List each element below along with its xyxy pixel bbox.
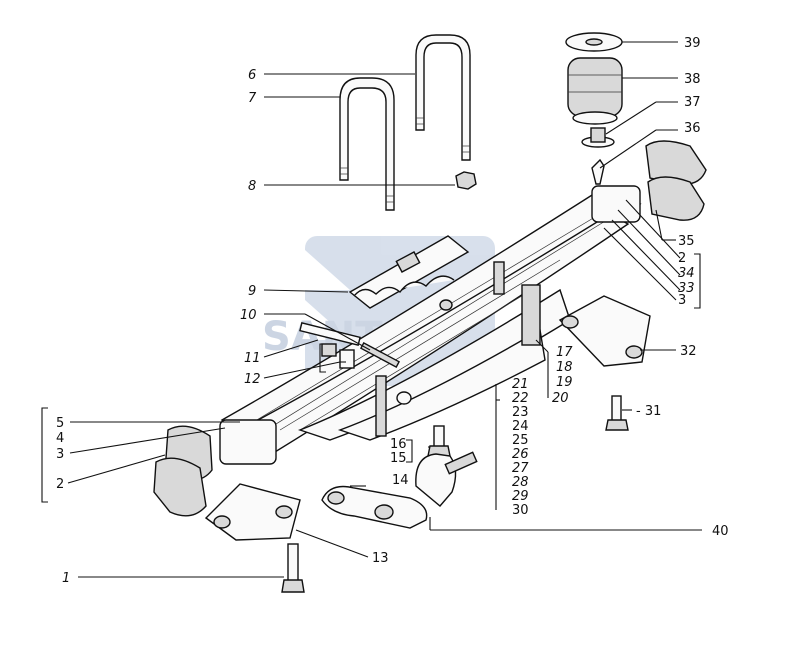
label-26: 26 [512, 447, 529, 462]
label-22: 22 [512, 391, 529, 406]
shackle-14 [321, 485, 428, 529]
label-32: 32 [680, 344, 697, 359]
label-29: 29 [512, 489, 529, 504]
label-33: 33 [678, 281, 695, 296]
label-36: 36 [684, 121, 701, 136]
label-19: 19 [556, 375, 573, 390]
label-24: 24 [512, 419, 529, 434]
label-8: 8 [248, 179, 256, 194]
label-9: 9 [248, 284, 256, 299]
label-39: 39 [684, 36, 701, 51]
label-31: - 31 [636, 404, 661, 419]
bump-stop-assembly [565, 32, 623, 185]
label-12: 12 [244, 372, 261, 387]
label-13: 13 [372, 551, 389, 566]
label-20: 20 [552, 391, 569, 406]
rubber-cushion-left [153, 425, 213, 517]
label-5: 5 [56, 416, 64, 431]
label-4: 4 [56, 431, 64, 446]
label-34: 34 [678, 266, 695, 281]
label-40: 40 [712, 524, 729, 539]
label-21: 21 [512, 377, 529, 392]
label-37: 37 [684, 95, 701, 110]
bolt-11 [299, 322, 361, 357]
label-1: 1 [62, 571, 70, 586]
leader-lines [41, 41, 702, 578]
label-3-right: 3 [678, 293, 686, 308]
label-15: 15 [390, 451, 407, 466]
label-25: 25 [512, 433, 529, 448]
label-30: 30 [512, 503, 529, 518]
label-16: 16 [390, 437, 407, 452]
label-3: 3 [56, 447, 64, 462]
label-18: 18 [556, 360, 573, 375]
saddle-bracket-9 [348, 235, 470, 311]
leaf-spring [219, 185, 642, 465]
bracket-32 [558, 295, 651, 367]
bolt-15-16 [427, 425, 451, 457]
bolt-31 [605, 395, 629, 431]
label-23: 23 [512, 405, 529, 420]
label-7: 7 [248, 91, 257, 106]
label-17: 17 [556, 345, 573, 360]
label-35: 35 [678, 234, 695, 249]
ball-pin-40 [415, 451, 478, 507]
u-bolt-7 [339, 77, 395, 211]
label-14: 14 [392, 473, 409, 488]
u-bolt-6 [415, 34, 471, 161]
bracket-13 [204, 483, 301, 541]
rubber-cushion-35 [645, 140, 707, 221]
washer-12 [339, 349, 355, 369]
label-11: 11 [244, 351, 261, 366]
nut-8 [455, 171, 477, 190]
label-2-right: 2 [678, 251, 686, 266]
label-2: 2 [56, 477, 64, 492]
bolt-1 [281, 543, 305, 593]
label-38: 38 [684, 72, 701, 87]
part-labels: 1 2 3 4 5 6 7 8 9 10 11 12 13 14 15 16 1… [56, 36, 729, 586]
label-6: 6 [248, 68, 256, 83]
label-10: 10 [240, 308, 257, 323]
label-28: 28 [512, 475, 529, 490]
label-27: 27 [512, 461, 529, 476]
